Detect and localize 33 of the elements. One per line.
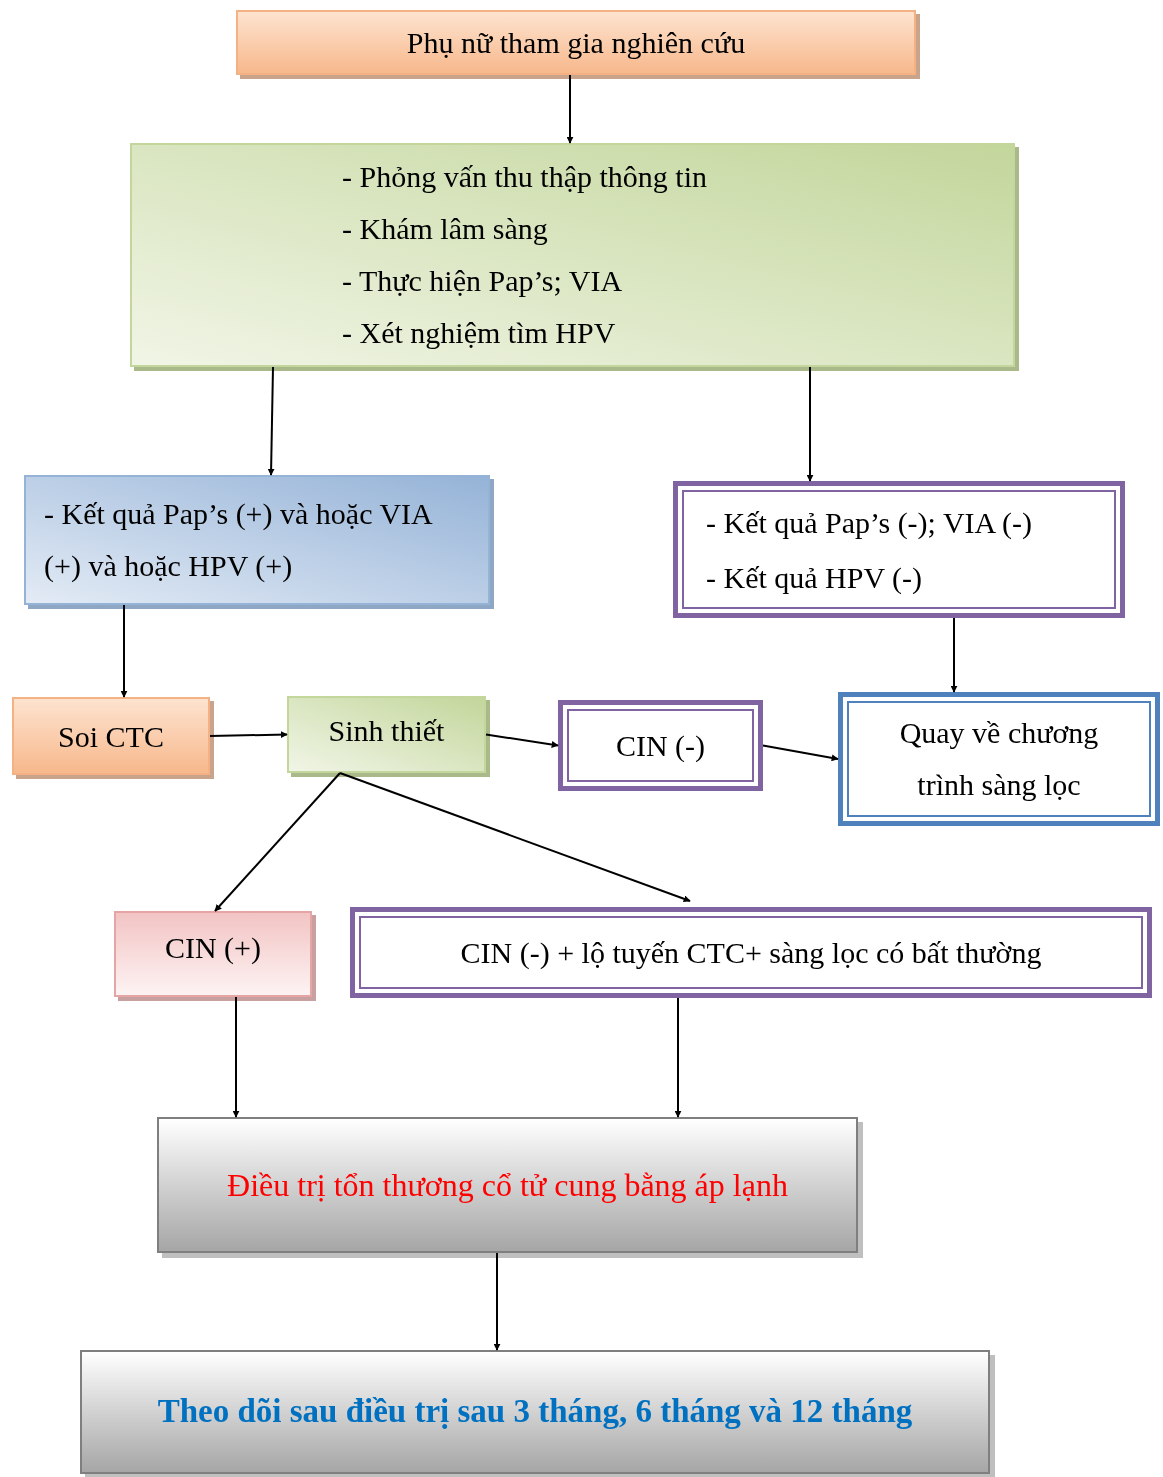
arrow — [339, 772, 691, 903]
step-text: Theo dõi sau điều trị sau 3 tháng, 6 tháng và 12 tháng — [157, 1392, 913, 1432]
step-text: - Xét nghiệm tìm HPV — [342, 315, 617, 351]
arrow — [485, 733, 559, 748]
arrow — [674, 997, 682, 1118]
step-text: CIN (-) + lộ tuyến CTC+ sàng lọc có bất thường — [460, 935, 1042, 971]
result-box — [558, 700, 763, 791]
arrow — [950, 617, 958, 693]
arrow — [566, 74, 574, 144]
result-box — [350, 907, 1152, 998]
outcome-box — [838, 692, 1160, 826]
step-text: - Kết quả Pap’s (+) và hoặc VIA (+) và hoặc HPV (+) — [44, 496, 433, 584]
step-text: CIN (+) — [164, 930, 262, 966]
step-text: Phụ nữ tham gia nghiên cứu — [406, 25, 746, 61]
arrow — [209, 731, 288, 739]
step-text: Điều trị tổn thương cổ tử cung bằng áp lạnh — [227, 1166, 788, 1205]
step-text: - Kết quả Pap’s (-); VIA (-) — [706, 504, 1034, 541]
step-text: Sinh thiết — [328, 713, 445, 749]
arrow — [267, 366, 275, 476]
arrow — [120, 604, 128, 698]
step-text: Soi CTC — [58, 718, 164, 755]
step-text: - Kết quả HPV (-) — [706, 559, 924, 596]
step-text: - Khám lâm sàng — [342, 211, 549, 247]
step-text: - Phỏng vấn thu thập thông tin — [342, 159, 708, 195]
result-box — [673, 481, 1125, 618]
arrow — [762, 744, 839, 762]
arrow — [214, 772, 341, 912]
step-text: - Thực hiện Pap’s; VIA — [342, 263, 624, 299]
arrow — [493, 1252, 501, 1351]
arrow — [232, 996, 240, 1118]
step-text: CIN (-) — [615, 728, 706, 764]
arrow — [806, 366, 814, 482]
step-text: Quay về chương trình sàng lọc — [898, 715, 1100, 803]
